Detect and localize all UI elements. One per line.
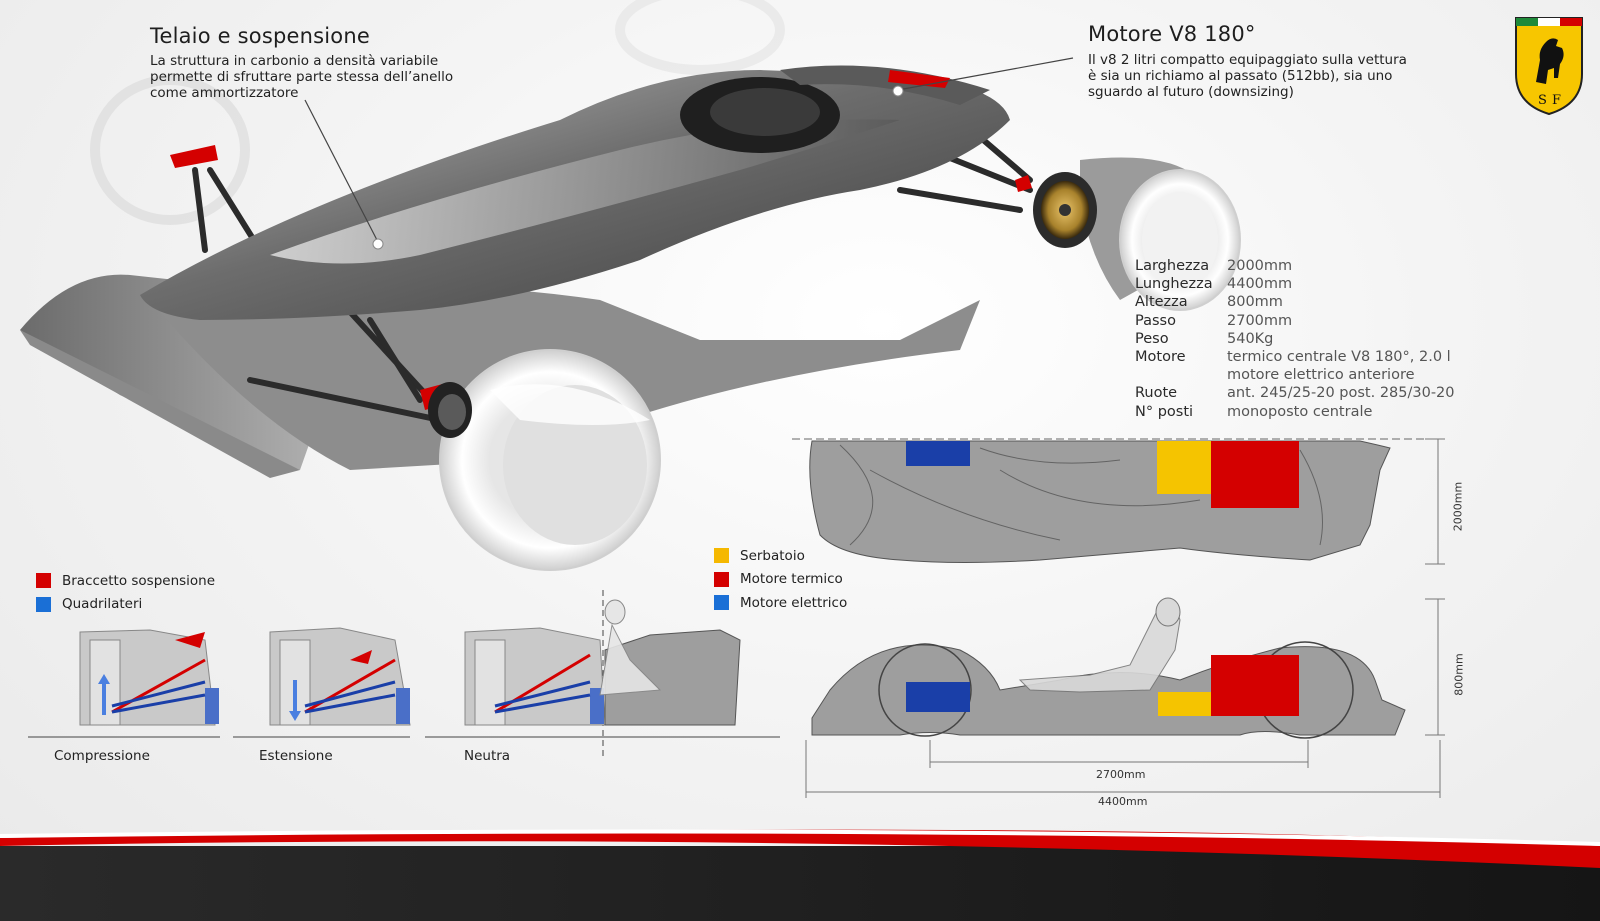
spec-label: N° posti (1135, 403, 1194, 420)
legend-item: Serbatoio (714, 544, 847, 568)
legend-label: Quadrilateri (62, 596, 143, 613)
engine-description: Il v8 2 litri compatto equipaggiato sull… (1088, 52, 1407, 100)
spec-value: 2000mm (1227, 258, 1293, 274)
spec-row-seats: N° posti monoposto centrale (1135, 403, 1455, 421)
spec-label: Larghezza (1135, 258, 1210, 274)
spec-value: 540Kg (1227, 330, 1274, 347)
spec-row-weight: Peso 540Kg (1135, 330, 1455, 348)
yellow-swatch-icon (714, 548, 729, 564)
suspension-diagram-extension (233, 627, 411, 738)
red-swatch-icon (714, 571, 729, 587)
spec-value: monoposto centrale (1227, 403, 1373, 420)
spec-label: Peso (1135, 330, 1169, 347)
spec-label: Motore (1135, 349, 1186, 366)
spec-row-wheelbase: Passo 2700mm (1135, 312, 1455, 330)
chassis-title: Telaio e sospensione (150, 24, 370, 48)
spec-table: Larghezza 2000mm Lunghezza 4400mm Altezza 8… (1135, 257, 1455, 421)
spec-label: Passo (1135, 312, 1176, 329)
legend-label: Serbatoio (740, 547, 805, 564)
spec-value: 800mm (1227, 294, 1283, 311)
dim-width-label: 2000mm (1451, 481, 1465, 532)
svg-text:F: F (1552, 93, 1561, 108)
top-view-diagram (792, 438, 1445, 565)
spec-row-engine: Motore termico centrale V8 180°, 2.0 l mo… (1135, 348, 1455, 384)
legend-item: Motore termico (714, 568, 847, 592)
spec-value: 4400mm (1227, 276, 1293, 293)
caption-neutral: Neutra (464, 748, 511, 764)
spec-row-height: Altezza 800mm (1135, 293, 1455, 311)
dim-wheelbase-label: 2700mm (1096, 768, 1146, 781)
spec-row-wheels: Ruote ant. 245/25-20 post. 285/30-20 (1135, 384, 1455, 402)
spec-label: Lunghezza (1135, 276, 1213, 293)
shield-icon: S F (1515, 17, 1583, 116)
legend-item: Motore elettrico (714, 591, 847, 615)
blue-swatch-icon (714, 595, 729, 611)
caption-extension: Estensione (259, 748, 333, 764)
suspension-legend: Braccetto sospensione Quadrilateri (36, 569, 215, 616)
spec-label: Altezza (1135, 294, 1188, 311)
caption-compression: Compressione (54, 748, 150, 764)
red-swatch-icon (36, 573, 51, 589)
engine-title: Motore V8 180° (1088, 22, 1256, 46)
spec-row-length: Lunghezza 4400mm (1135, 275, 1455, 293)
chassis-description: La struttura in carbonio a densità varia… (150, 53, 454, 101)
dim-height-label: 800mm (1452, 653, 1466, 696)
spec-value: termico centrale V8 180°, 2.0 l motore e… (1227, 349, 1451, 384)
dim-length-label: 4400mm (1098, 795, 1148, 808)
svg-text:S: S (1538, 93, 1547, 108)
legend-label: Braccetto sospensione (62, 572, 216, 589)
suspension-diagram-compression (28, 629, 220, 738)
spec-value: ant. 245/25-20 post. 285/30-20 (1227, 385, 1455, 402)
spec-value: 2700mm (1227, 312, 1293, 329)
legend-label: Motore elettrico (740, 594, 848, 611)
spec-row-width: Larghezza 2000mm (1135, 257, 1455, 275)
prancing-horse-logo: S F (1512, 12, 1586, 116)
side-view-diagram (805, 597, 1445, 798)
suspension-diagram-neutral (425, 590, 780, 760)
components-legend: Serbatoio Motore termico Motore elettric… (714, 544, 847, 615)
spec-label: Ruote (1135, 385, 1178, 402)
legend-item: Braccetto sospensione (36, 569, 215, 593)
legend-item: Quadrilateri (36, 593, 215, 617)
legend-label: Motore termico (740, 571, 843, 588)
blue-swatch-icon (36, 596, 51, 612)
